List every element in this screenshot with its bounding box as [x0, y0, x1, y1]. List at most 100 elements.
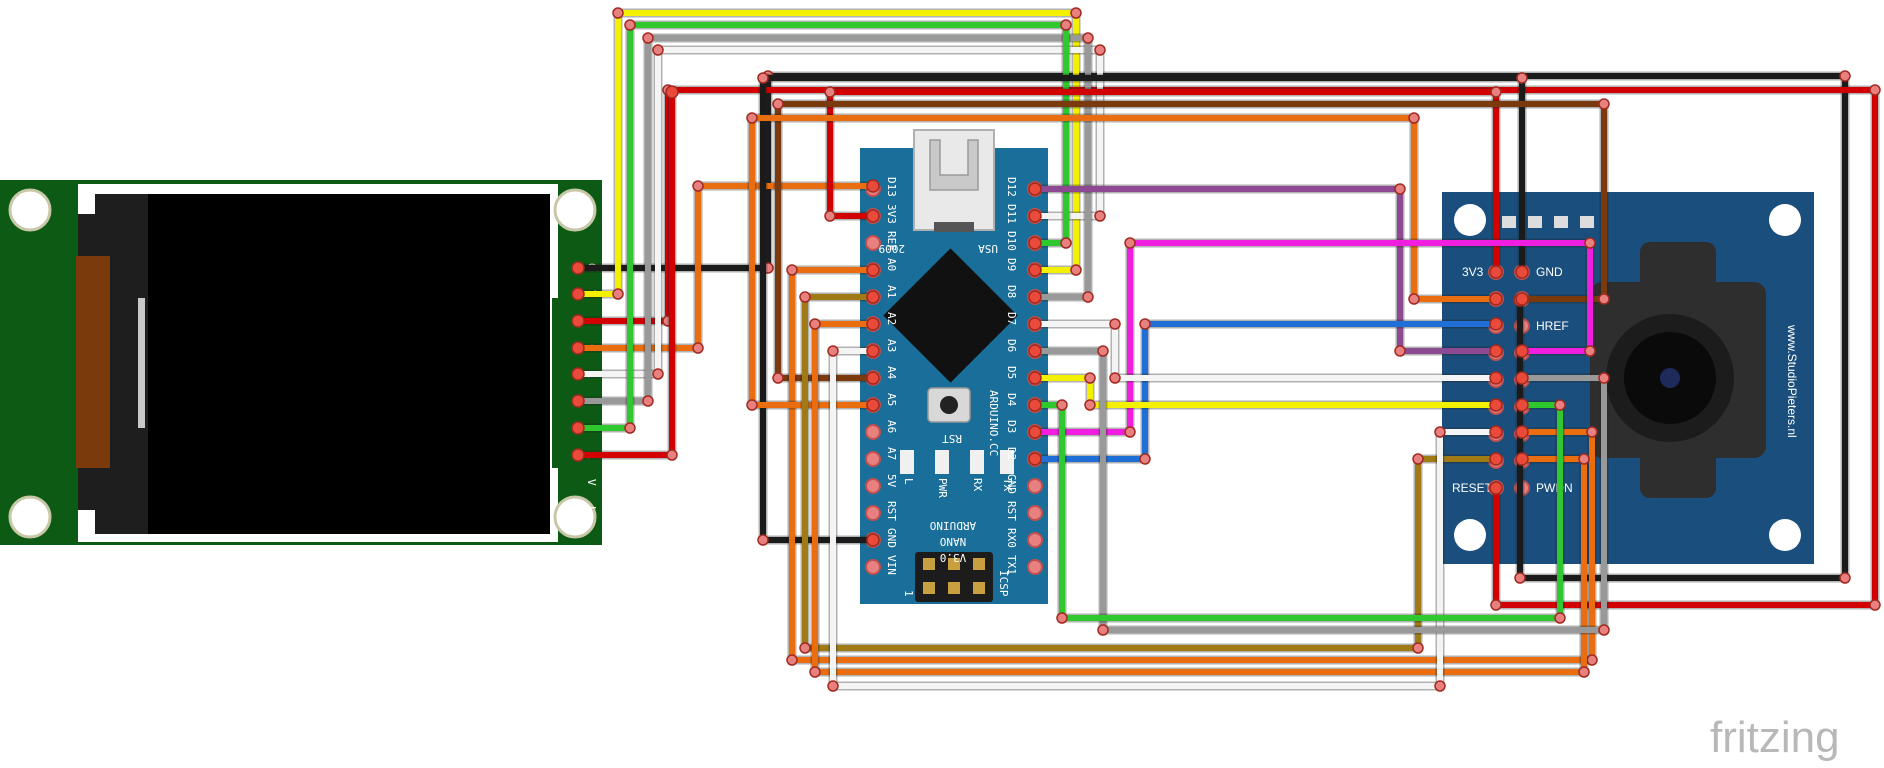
- wire-yellow-vcc-joint-0: [571, 287, 585, 301]
- nano-pin-label-left-7: A4: [885, 366, 898, 380]
- wire-green-d5-joint-2: [1056, 612, 1068, 624]
- wire-purple-d12-joint-0: [1028, 182, 1042, 196]
- wire-brown-a4-joint-1: [772, 372, 784, 384]
- wire-magenta-d3-joint-3: [1584, 237, 1596, 249]
- wire-orange-a2-joint-5: [1515, 452, 1529, 466]
- wire-blue-d2-joint-0: [1028, 452, 1042, 466]
- wires: [571, 7, 1881, 692]
- wire-orange-clk-joint-3: [866, 179, 880, 193]
- led-rx-label: RX: [971, 478, 984, 492]
- board-usa: USA: [978, 242, 998, 255]
- wire-brown-a4-joint-3: [1598, 98, 1610, 110]
- wire-grey-dc-joint-0: [571, 394, 585, 408]
- wire-green-d5-joint-5: [1515, 398, 1529, 412]
- nano-pin-label-right-1: D11: [1005, 204, 1018, 224]
- nano-pin-label-right-13: RX0: [1005, 528, 1018, 548]
- wire-grey-d6-joint-1: [1097, 345, 1109, 357]
- wire-green-cs-joint-5: [1028, 236, 1042, 250]
- wire-white-mosi-joint-3: [1094, 44, 1106, 56]
- nano-pin-left-ref: [865, 235, 881, 251]
- wire-red-led-joint-5: [1490, 599, 1502, 611]
- wire-olive-a1-joint-5: [1489, 452, 1503, 466]
- camera-labels: 3V3 GND HREF RESET PWDN www.StudioPieter…: [1452, 265, 1799, 495]
- wire-yellow-vcc-joint-4: [1070, 264, 1082, 276]
- wire-blue-d2: [1035, 321, 1496, 462]
- wire-white-d7-joint-3: [1489, 371, 1503, 385]
- wire-white-mosi-joint-0: [571, 367, 585, 381]
- wire-olive-a1-joint-0: [866, 290, 880, 304]
- wire-yellow-d4: [1035, 375, 1496, 408]
- wire-grey-dc-joint-2: [642, 32, 654, 44]
- wire-yellow-vcc-joint-5: [1028, 263, 1042, 277]
- wire-green-cs-joint-4: [1060, 237, 1072, 249]
- wire-black-gnd-nano-joint-0: [866, 533, 880, 547]
- wire-orange-a5-joint-3: [1408, 112, 1420, 124]
- wire-grey-dc-joint-4: [1082, 291, 1094, 303]
- wire-orange-a0-joint-1: [786, 264, 798, 276]
- nano-pin-label-right-5: D7: [1005, 312, 1018, 325]
- wire-orange-a5-joint-1: [746, 399, 758, 411]
- nano-pin-label-right-9: D3: [1005, 420, 1018, 433]
- wire-yellow-vcc-joint-3: [1070, 7, 1082, 19]
- nano-pin-left-a6: [865, 424, 881, 440]
- fritzing-logo: fritzing: [1710, 713, 1840, 762]
- nano-pin-label-left-9: A6: [885, 420, 898, 433]
- wire-olive-a1-joint-4: [1412, 453, 1424, 465]
- arduino-nano-board: [860, 129, 1048, 604]
- wire-orange-clk-joint-1: [692, 342, 704, 354]
- wire-grey-d6-joint-0: [1028, 344, 1042, 358]
- nano-pin-left-5v: [865, 478, 881, 494]
- cam-gnd-label: GND: [1536, 265, 1563, 279]
- nano-pin-label-left-4: A1: [885, 285, 898, 298]
- wire-orange-a5-joint-0: [866, 398, 880, 412]
- wire-blue-d2-joint-3: [1489, 317, 1503, 331]
- wire-white-a3-joint-4: [1434, 426, 1446, 438]
- wire-orange-a2-joint-3: [1578, 666, 1590, 678]
- cam-website-label: www.StudioPieters.nl: [1785, 324, 1799, 438]
- wire-orange-a0-joint-0: [866, 263, 880, 277]
- nano-pin-label-right-8: D4: [1005, 393, 1018, 407]
- wire-black-gnd-joint-4: [1839, 572, 1851, 584]
- wire-olive-a1-joint-3: [1412, 642, 1424, 654]
- wire-green-cs-joint-2: [624, 19, 636, 31]
- wire-brown-a4-joint-0: [866, 371, 880, 385]
- wire-red-led-joint-4: [1869, 599, 1881, 611]
- nano-pin-label-right-4: D8: [1005, 285, 1018, 298]
- wire-white-mosi-joint-1: [652, 368, 664, 380]
- wire-white-a3-joint-1: [827, 345, 839, 357]
- board-name-line-2: NANO: [940, 535, 967, 548]
- wire-red-3v3-joint-1: [824, 210, 836, 222]
- wire-red-3v3-joint-3: [1490, 86, 1502, 98]
- wire-orange-a2-joint-1: [809, 318, 821, 330]
- wire-yellow-vcc: [578, 10, 1079, 297]
- wire-yellow-vcc-joint-2: [612, 7, 624, 19]
- nano-pin-label-right-12: RST: [1005, 501, 1018, 521]
- wire-red-3v3-joint-0: [866, 209, 880, 223]
- wire-green-cs-joint-1: [624, 422, 636, 434]
- wire-black-gnd-joint-5: [1514, 572, 1526, 584]
- wire-brown-a4-joint-5: [1515, 292, 1529, 306]
- camera-module: [1442, 192, 1814, 564]
- nano-pin-label-left-5: A2: [885, 312, 898, 325]
- wire-orange-a0-joint-2: [786, 654, 798, 666]
- wire-white-a3-joint-5: [1489, 425, 1503, 439]
- wire-magenta-d3-joint-5: [1515, 344, 1529, 358]
- led-pwr-label: PWR: [936, 478, 949, 498]
- wire-orange-clk-joint-0: [571, 341, 585, 355]
- nano-pin-right-gnd: [1027, 478, 1043, 494]
- wire-brown-a4-joint-2: [772, 98, 784, 110]
- wire-yellow-d4-joint-3: [1489, 398, 1503, 412]
- wire-magenta-d3: [1035, 240, 1593, 435]
- cam-href-label: HREF: [1536, 319, 1569, 333]
- nano-pin-left-a7: [865, 451, 881, 467]
- nano-pin-label-left-10: A7: [885, 447, 898, 460]
- reset-label: RST: [942, 432, 962, 445]
- wire-white-a3-joint-2: [827, 680, 839, 692]
- nano-pin-label-right-10: D2: [1005, 447, 1018, 460]
- wire-white-a3-joint-3: [1434, 680, 1446, 692]
- wire-green-d5-joint-4: [1554, 399, 1566, 411]
- board-year: 2009: [879, 242, 906, 255]
- display-pin-label-8: V: [585, 479, 598, 486]
- wire-orange-clk-joint-2: [692, 180, 704, 192]
- board-name-line-1: ARDUINO: [930, 519, 976, 532]
